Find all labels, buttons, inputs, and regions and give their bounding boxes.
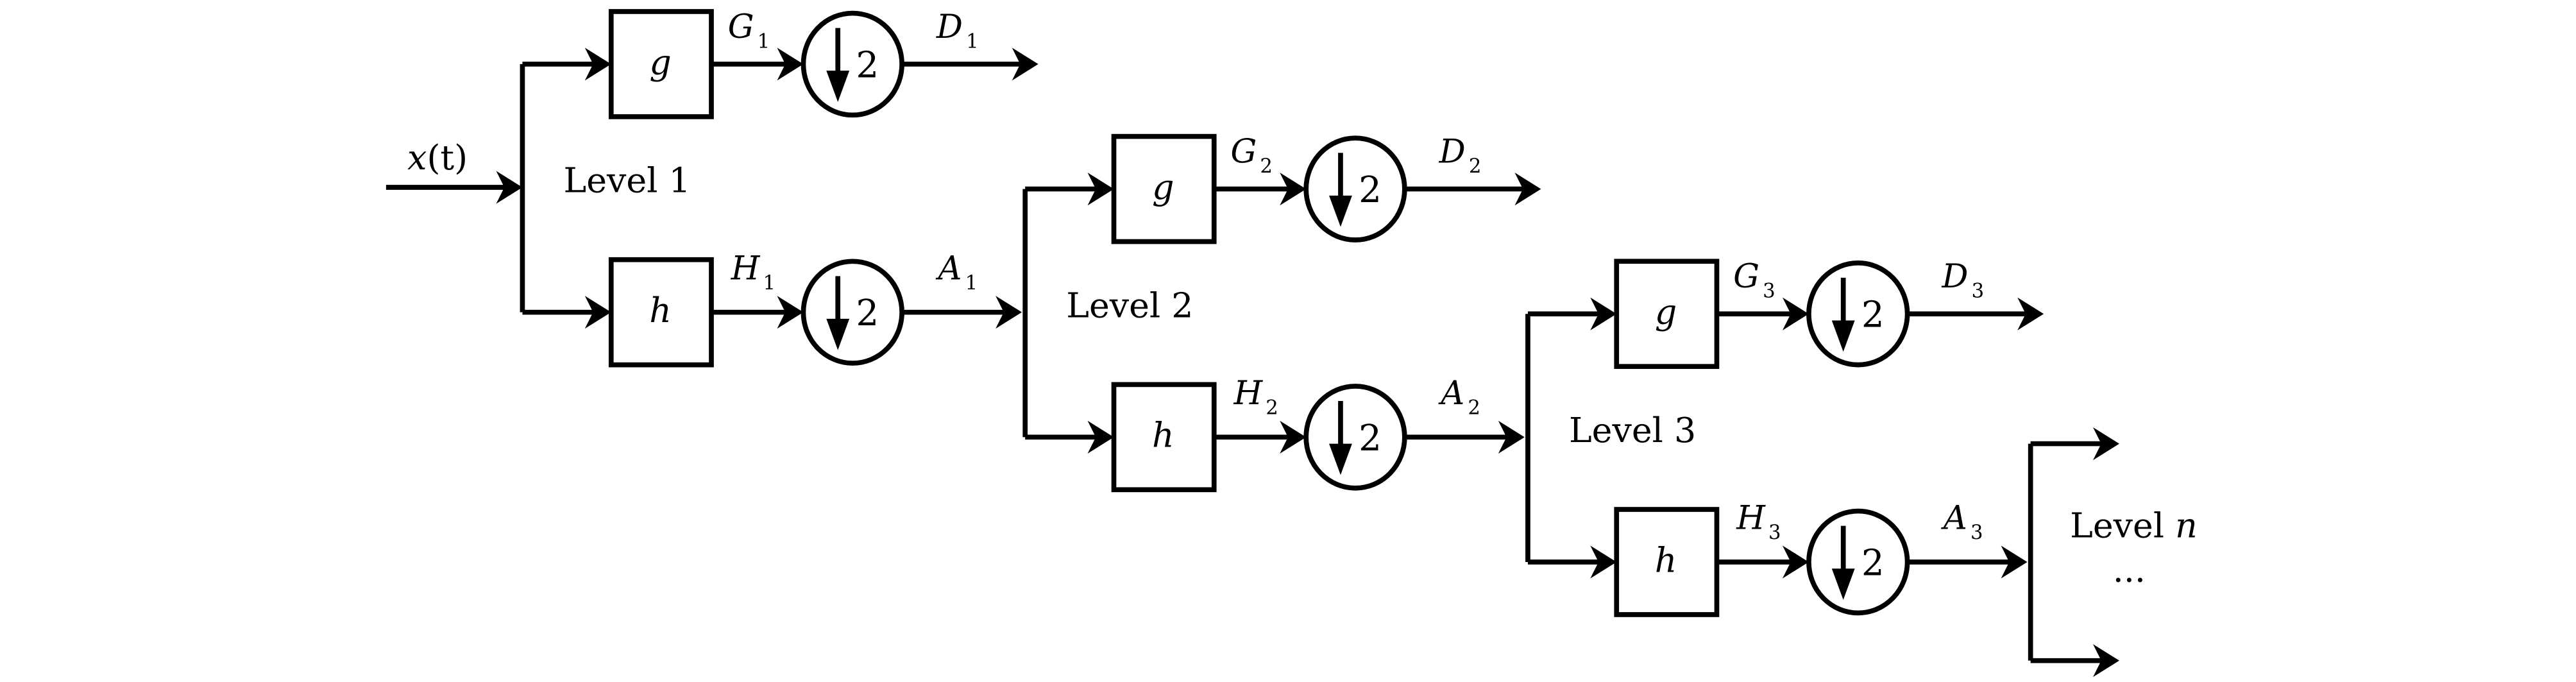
level-2-h-downsampler-factor: 2 [1359, 418, 1382, 459]
level-3-to-h-arrow-arrowhead-icon [1590, 545, 1617, 579]
level-2-g-downsampler-down-arrowhead-icon [1329, 195, 1352, 227]
level-1-label: Level 1 [564, 160, 691, 201]
level-2-to-h-arrow-arrowhead-icon [1087, 420, 1114, 454]
level-1-A-output-arrow-arrowhead-icon [996, 296, 1022, 329]
level-1-to-h-arrow-arrowhead-icon [584, 296, 611, 329]
level-1-g-downsampler [801, 10, 904, 118]
level-2-g-filter-label: g [1152, 167, 1174, 207]
level-1-h-downsampler-down-arrowhead-icon [826, 318, 850, 350]
level-2-h-filter-label: h [1152, 415, 1174, 456]
level-3-h-downsampler-factor: 2 [1861, 542, 1885, 584]
level-3-g-downsampler-factor: 2 [1861, 294, 1885, 336]
level-1-to-g-arrow-arrowhead-icon [584, 47, 611, 81]
level-3-g-downsampler [1806, 260, 1910, 368]
level-1-D-output-arrow-arrowhead-icon [1012, 47, 1038, 81]
level-3-D-output-arrow-arrowhead-icon [2017, 297, 2044, 330]
level-3-G-arrow-arrowhead-icon [1782, 297, 1809, 330]
input-label: x(t) [407, 137, 468, 178]
final-level-label: Level n [2070, 506, 2198, 546]
level-1-g-filter-label: g [649, 42, 671, 82]
level-2-G-arrow-arrowhead-icon [1280, 172, 1307, 206]
level-2-to-g-arrow-arrowhead-icon [1087, 172, 1114, 206]
level-3-H-arrow-arrowhead-icon [1782, 545, 1809, 579]
level-2-D-output-arrow-arrowhead-icon [1514, 172, 1541, 206]
level-3-h-downsampler [1806, 508, 1910, 616]
level-3-g-downsampler-down-arrowhead-icon [1831, 320, 1855, 352]
level-2-g-downsampler [1303, 135, 1407, 243]
level-2-h-filter-box [1111, 382, 1217, 493]
ellipsis: ... [2113, 550, 2146, 590]
level-n-upper-arrow-arrowhead-icon [2093, 427, 2119, 461]
level-3-A-output-arrow-arrowhead-icon [2001, 545, 2028, 579]
level-2-label: Level 2 [1066, 285, 1193, 325]
level-1-h-downsampler [801, 259, 904, 366]
level-2-h-downsampler-down-arrowhead-icon [1329, 443, 1352, 475]
level-1-h-filter-label: h [649, 290, 672, 330]
level-n-lower-arrow-arrowhead-icon [2093, 644, 2119, 678]
level-3-label: Level 3 [1569, 410, 1696, 450]
level-2-H-arrow-arrowhead-icon [1280, 420, 1307, 454]
level-2-g-downsampler-factor: 2 [1359, 169, 1382, 211]
level-1-H-arrow-arrowhead-icon [777, 296, 804, 329]
level-2-A-output-arrow-arrowhead-icon [1498, 420, 1525, 454]
level-3-to-g-arrow-arrowhead-icon [1590, 297, 1617, 330]
level-2-h-downsampler [1303, 384, 1407, 491]
level-1-g-filter-box [608, 9, 714, 119]
level-3-h-filter-label: h [1655, 540, 1677, 580]
level-3-g-filter-box [1614, 259, 1720, 370]
level-1-h-downsampler-factor: 2 [856, 293, 879, 334]
level-1-g-downsampler-down-arrowhead-icon [826, 71, 850, 102]
level-3-g-filter-label: g [1655, 292, 1677, 332]
level-1-G-arrow-arrowhead-icon [777, 47, 804, 81]
level-2-g-filter-box [1111, 133, 1217, 244]
level-3-h-filter-box [1614, 507, 1720, 617]
level-3-h-downsampler-down-arrowhead-icon [1831, 568, 1855, 600]
input-arrow-arrowhead-icon [496, 171, 523, 204]
level-1-g-downsampler-factor: 2 [856, 44, 879, 86]
